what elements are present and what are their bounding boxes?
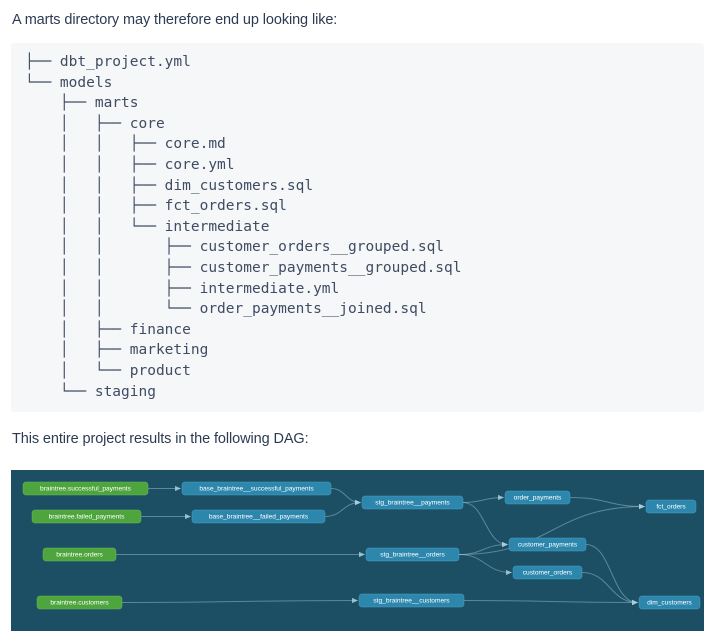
dag-node-customer_payments: customer_payments — [508, 537, 587, 552]
dag-node-label: braintree.orders — [56, 551, 103, 558]
dag-node-order_payments: order_payments — [504, 490, 571, 505]
dag-edge-base_braintree__failed_payments--stg_braintree__payments — [324, 499, 361, 518]
dag-node-customer_orders: customer_orders — [512, 565, 583, 580]
dag-node-label: order_payments — [514, 494, 562, 501]
dag-node-label: stg_braintree__orders — [380, 551, 445, 558]
dag-edge-stg_braintree__orders--customer_payments — [458, 541, 508, 556]
code-block: ├── dbt_project.yml └── models ├── marts… — [11, 43, 704, 413]
dag-edge-stg_braintree__orders--fct_orders — [458, 503, 645, 556]
dag-node-fct_orders: fct_orders — [645, 499, 697, 514]
dag-edge-customer_payments--dim_customers — [585, 544, 638, 606]
dag-graph: braintree.successful_payments braintree.f… — [11, 470, 704, 632]
dag-node-label: stg_braintree__customers — [373, 597, 450, 604]
dag-node-braintree.successful_payments: braintree.successful_payments — [22, 481, 149, 496]
dag-node-braintree.failed_payments: braintree.failed_payments — [31, 509, 142, 524]
dag-node-label: braintree.customers — [50, 599, 109, 606]
dag-node-label: fct_orders — [656, 503, 686, 510]
dag-edge-stg_braintree__orders--customer_orders — [458, 554, 512, 576]
intro-text: A marts directory may therefore end up l… — [12, 12, 338, 28]
dag-node-label: base_braintree__failed_payments — [209, 513, 309, 520]
dag-edge-order_payments--fct_orders — [569, 497, 645, 510]
dag-node-braintree.orders: braintree.orders — [42, 547, 117, 562]
dag-intro-text: This entire project results in the follo… — [12, 431, 309, 448]
directory-tree: ├── dbt_project.yml └── models ├── marts… — [25, 54, 462, 400]
dag-node-stg_braintree__payments: stg_braintree__payments — [361, 495, 464, 510]
dag-node-stg_braintree__customers: stg_braintree__customers — [358, 593, 465, 608]
dag-node-stg_braintree__orders: stg_braintree__orders — [365, 547, 460, 562]
dag-node-label: customer_orders — [523, 569, 573, 576]
dag-background — [11, 470, 704, 632]
dag-node-label: customer_payments — [518, 541, 578, 548]
dag-node-label: braintree.failed_payments — [49, 513, 126, 520]
dag-node-label: dim_customers — [647, 599, 692, 606]
dag-edge-stg_braintree__payments--customer_payments — [462, 502, 508, 548]
dag-edge-customer_orders--dim_customers — [581, 572, 638, 606]
dag-node-label: stg_braintree__payments — [375, 499, 450, 506]
dag-edge-stg_braintree__payments--order_payments — [462, 494, 504, 504]
dag-node-braintree.customers: braintree.customers — [36, 595, 123, 610]
dag-edge-stg_braintree__customers--dim_customers — [463, 599, 638, 606]
dag-edge-braintree.customers--stg_braintree__customers — [121, 597, 358, 604]
dag-node-base_braintree__successful_payments: base_braintree__successful_payments — [181, 481, 332, 496]
dag-node-base_braintree__failed_payments: base_braintree__failed_payments — [191, 509, 326, 524]
dag-node-label: braintree.successful_payments — [40, 485, 132, 492]
dag-node-label: base_braintree__successful_payments — [199, 485, 314, 492]
dag-node-dim_customers: dim_customers — [638, 595, 701, 610]
